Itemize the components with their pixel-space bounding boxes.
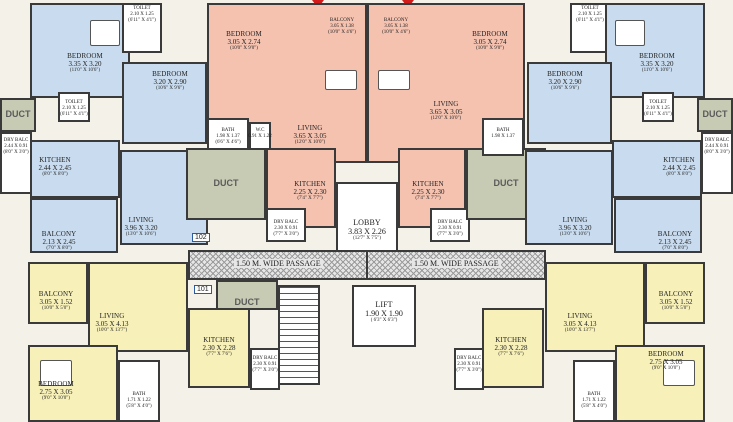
tr-drybalc [701,132,733,194]
tr-duct [697,98,733,132]
bl-balcony [28,262,88,324]
tr-kitchen [612,140,702,198]
tl-balcony [30,198,118,253]
tl-duct [0,98,36,132]
tl-kitchen [30,140,120,198]
tc-drybalc-l [266,208,306,242]
tl-duct-label: DUCT [5,109,31,119]
bl-bath [118,360,160,422]
br-bed-icon [663,360,695,386]
tr-duct-label: DUCT [702,109,728,119]
bl-living [88,262,188,352]
br-living [545,262,645,352]
br-kitchen [482,308,544,388]
lobby [336,182,398,252]
tr-living [525,150,613,245]
passage-left-label: 1.50 M. WIDE PASSAGE [234,259,323,268]
br-drybalc [454,348,484,390]
br-balcony [645,262,705,324]
tr-toilet-top [570,3,610,53]
tr-bedroom [605,3,705,98]
passage-left [188,250,368,280]
tr-bed-icon [615,20,645,46]
tl-bedroom [30,3,130,98]
tc-sofa-l-icon [325,70,357,90]
bl-bed-icon [40,360,72,386]
tr-toilet-mid [642,92,674,122]
tl-bed-icon [90,20,120,46]
unit-number-102: 102 [192,233,210,242]
tl-toilet-mid [58,92,90,122]
tr-balcony [614,198,702,253]
br-bedroom [615,345,705,422]
unit-number-101: 101 [194,285,212,294]
tc-duct-l [186,148,266,220]
tr-bedroom2 [527,62,612,144]
tl-toilet-top [122,3,162,53]
tc-duct-r-label: DUCT [493,178,519,188]
staircase [278,285,320,385]
tc-sofa-r-icon [378,70,410,90]
bl-drybalc [250,348,280,390]
tl-bedroom2 [122,62,207,144]
lift [352,285,416,347]
br-bath [573,360,615,422]
tc-drybalc-r [430,208,470,242]
passage-right-label: 1.50 M. WIDE PASSAGE [412,259,501,268]
bl-duct [216,280,278,310]
tc-duct-l-label: DUCT [213,178,239,188]
bl-duct-label: DUCT [234,297,260,307]
tc-bath-r [482,118,524,156]
